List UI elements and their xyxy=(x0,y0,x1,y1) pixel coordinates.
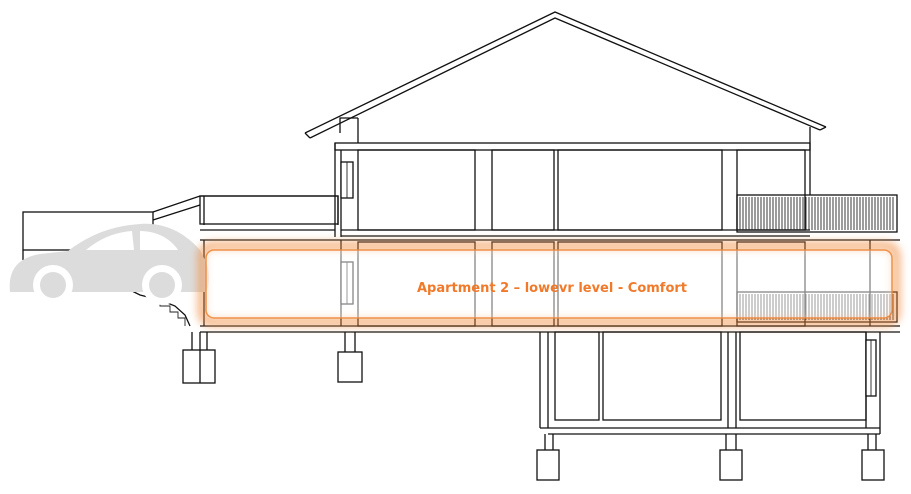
car-silhouette-icon xyxy=(9,223,209,305)
apartment-highlight[interactable]: Apartment 2 – lowevr level - Comfort xyxy=(197,241,901,327)
apartment-label: Apartment 2 – lowevr level - Comfort xyxy=(417,281,687,296)
roof xyxy=(304,11,827,195)
basement xyxy=(536,331,885,481)
upper-floor xyxy=(334,142,811,237)
upper-balcony xyxy=(736,194,898,233)
foundations xyxy=(182,332,363,384)
